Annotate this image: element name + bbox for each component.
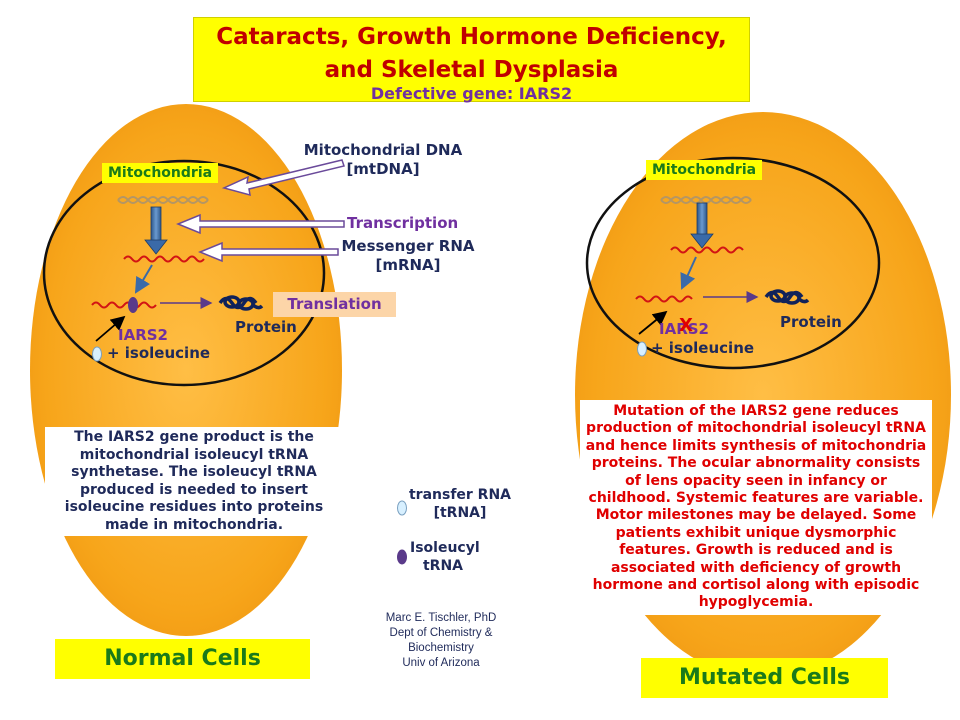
- mtdna-callout-arrow: [221, 159, 345, 197]
- mutated-iars2-label: IARS2: [659, 320, 709, 338]
- mutated-iars2-text: IARS2: [659, 320, 709, 338]
- trna-legend-line-1: transfer RNA: [408, 487, 512, 503]
- mutation-x-mark: X: [679, 315, 693, 336]
- transcription-label: Transcription: [347, 214, 459, 232]
- title-line-2: and Skeletal Dysplasia: [324, 57, 619, 83]
- mutated-translation-mrna: [635, 295, 693, 303]
- mrna-label-line-2: [mRNA]: [375, 256, 441, 274]
- title-banner: Cataracts, Growth Hormone Deficiency, an…: [193, 17, 750, 103]
- author-credit: Marc E. Tischler, PhD Dept of Chemistry …: [380, 611, 502, 671]
- mutated-mrna-to-translation-arrow: [680, 256, 697, 290]
- mtdna-label-line-1: Mitochondrial DNA: [303, 141, 463, 159]
- mrna-label: Messenger RNA [mRNA]: [338, 237, 478, 275]
- trna-legend-line-2: [tRNA]: [433, 505, 487, 521]
- mutated-protein-icon: [764, 289, 810, 305]
- mutated-transcription-arrow: [690, 202, 714, 249]
- mutated-description: Mutation of the IARS2 gene reduces produ…: [580, 400, 932, 615]
- normal-description: The IARS2 gene product is the mitochondr…: [45, 427, 343, 536]
- trna-legend-label: transfer RNA [tRNA]: [403, 486, 517, 522]
- normal-protein-icon: [218, 295, 264, 311]
- mutated-cells-label: Mutated Cells: [641, 658, 888, 698]
- normal-mtdna-strand: [117, 196, 209, 204]
- mtdna-label-line-2: [mtDNA]: [346, 160, 420, 178]
- credit-line-3: Biochemistry: [408, 642, 474, 654]
- translation-label: Translation: [273, 292, 396, 317]
- mtdna-label: Mitochondrial DNA [mtDNA]: [298, 141, 468, 179]
- mrna-callout-arrow: [198, 241, 339, 263]
- credit-line-4: Univ of Arizona: [402, 657, 480, 669]
- mutated-trna-molecule: [637, 341, 647, 357]
- normal-cells-label: Normal Cells: [55, 639, 310, 679]
- normal-mitochondria-tag: Mitochondria: [102, 163, 219, 183]
- normal-cell: [30, 104, 342, 636]
- normal-isoleucine-label: + isoleucine: [107, 344, 211, 362]
- normal-mrna-to-translation-arrow: [134, 264, 153, 294]
- legend-isoleucyl-icon: [397, 549, 407, 565]
- mutated-iars2-arrow: [638, 310, 668, 335]
- isoleucyl-legend-label: Isoleucyl tRNA: [410, 539, 480, 575]
- mutated-mitochondrion-outline: [585, 156, 881, 370]
- normal-iars2-label: IARS2: [118, 326, 168, 344]
- mutated-mrna-strand: [670, 246, 744, 254]
- mutated-mitochondria-tag: Mitochondria: [646, 160, 763, 180]
- normal-mrna-strand: [123, 255, 205, 263]
- normal-protein-label: Protein: [235, 318, 297, 336]
- normal-iars2-arrow: [95, 315, 126, 342]
- mutated-protein-label: Protein: [780, 313, 842, 331]
- credit-line-1: Marc E. Tischler, PhD: [385, 612, 497, 624]
- credit-line-2: Dept of Chemistry &: [389, 627, 493, 639]
- defective-gene-subtitle: Defective gene: IARS2: [370, 84, 573, 103]
- isoleucyl-legend-line-2: tRNA: [422, 558, 464, 574]
- isoleucyl-legend-line-1: Isoleucyl: [410, 540, 480, 556]
- normal-mitochondrion-outline: [42, 159, 326, 387]
- normal-trna-molecule: [92, 346, 102, 362]
- normal-translation-mrna: [91, 301, 157, 309]
- mrna-label-line-1: Messenger RNA: [341, 237, 475, 255]
- mutated-isoleucine-label: + isoleucine: [651, 339, 755, 357]
- normal-transcription-arrow: [144, 206, 168, 255]
- normal-isoleucyl-trna-molecule: [128, 297, 138, 313]
- transcription-callout-arrow: [176, 213, 345, 235]
- legend-trna-icon: [397, 500, 407, 516]
- title-line-1: Cataracts, Growth Hormone Deficiency,: [216, 24, 727, 50]
